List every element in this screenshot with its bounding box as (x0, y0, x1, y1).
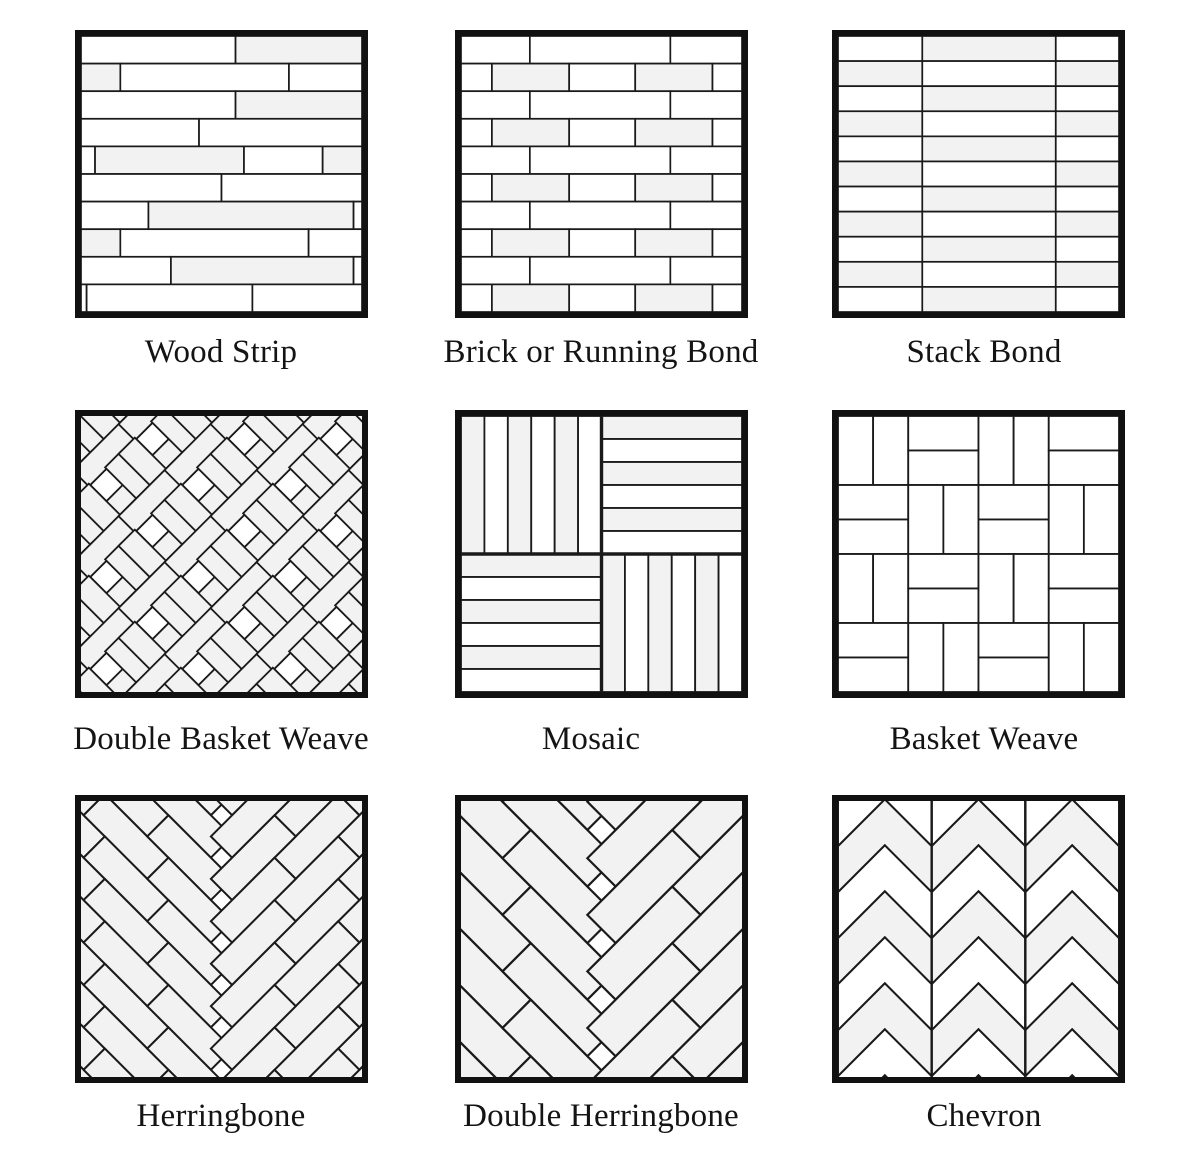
pattern-tile-chevron (832, 795, 1125, 1083)
pattern-tile-wood-strip (75, 30, 368, 318)
stack-bond-swatch (832, 30, 1125, 318)
caption-herringbone: Herringbone (136, 1098, 306, 1134)
caption-stack-bond: Stack Bond (906, 334, 1062, 370)
double-basket-weave-swatch (75, 410, 368, 698)
pattern-tile-double-basket-weave (75, 410, 368, 698)
double-basket-weave-diagram (75, 410, 368, 698)
pattern-tile-double-herringbone (455, 795, 748, 1083)
caption-basket-weave: Basket Weave (889, 721, 1079, 757)
caption-chevron: Chevron (926, 1098, 1042, 1134)
caption-mosaic: Mosaic (541, 721, 641, 757)
brick-bond-swatch (455, 30, 748, 318)
stack-bond-diagram (832, 30, 1125, 318)
caption-brick-or-running-bond: Brick or Running Bond (443, 334, 759, 370)
herringbone-swatch (75, 795, 368, 1083)
basket-weave-swatch (832, 410, 1125, 698)
pattern-tile-stack-bond (832, 30, 1125, 318)
mosaic-swatch (455, 410, 748, 698)
pattern-tile-mosaic (455, 410, 748, 698)
mosaic-diagram (455, 410, 748, 698)
brick-bond-diagram (455, 30, 748, 318)
chevron-swatch (832, 795, 1125, 1083)
double-herringbone-diagram (455, 795, 748, 1083)
pattern-tile-basket-weave (832, 410, 1125, 698)
double-herringbone-swatch (455, 795, 748, 1083)
wood-strip-diagram (75, 30, 368, 318)
caption-wood-strip: Wood Strip (144, 334, 298, 370)
wood-strip-swatch (75, 30, 368, 318)
pattern-tile-brick-or-running-bond (455, 30, 748, 318)
caption-double-herringbone: Double Herringbone (463, 1098, 739, 1134)
herringbone-diagram (75, 795, 368, 1083)
pattern-tile-herringbone (75, 795, 368, 1083)
caption-double-basket-weave: Double Basket Weave (73, 721, 369, 757)
basket-weave-diagram (832, 410, 1125, 698)
chevron-diagram (832, 795, 1125, 1083)
